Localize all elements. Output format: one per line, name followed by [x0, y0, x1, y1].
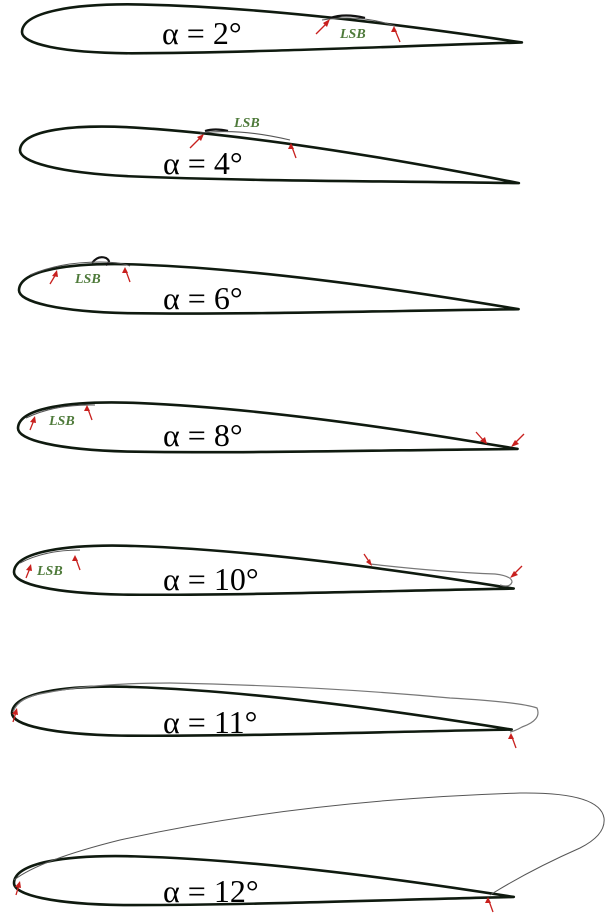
separation-arrow	[315, 19, 330, 35]
trailing-edge-separation-arrow	[363, 553, 372, 566]
airfoil-outline	[15, 396, 521, 470]
airfoil-outline	[12, 540, 517, 609]
airfoil-outline	[10, 681, 515, 750]
reattachment-arrow	[391, 26, 401, 43]
separated-shear-layer	[12, 682, 539, 733]
panel-alpha-2: LSB α = 2°	[20, 0, 524, 63]
separation-arrow	[15, 881, 21, 896]
panel-alpha-4: LSB α = 4°	[17, 116, 523, 204]
reattachment-arrow	[288, 143, 297, 159]
separation-arrow	[12, 708, 18, 723]
angle-of-attack-label: α = 4°	[163, 145, 243, 181]
panel-alpha-8: LSB α = 8°	[15, 396, 525, 470]
reattachment-arrow	[122, 267, 131, 283]
lsb-label: LSB	[48, 414, 75, 429]
separation-bubble-outline	[25, 404, 96, 419]
trailing-edge-arrow	[508, 733, 517, 749]
separation-arrow	[189, 134, 204, 149]
airfoil-outline	[16, 258, 522, 330]
panel-alpha-12: α = 12°	[12, 792, 605, 918]
airfoil-outline	[20, 0, 524, 63]
separation-bubble-outline	[29, 261, 131, 276]
separated-shear-layer	[13, 792, 605, 896]
separation-arrow	[29, 416, 36, 431]
panel-alpha-11: α = 11°	[10, 681, 539, 750]
airfoil-outline	[12, 851, 516, 918]
separation-bubble-outline	[199, 130, 291, 141]
trailing-edge-arrow	[485, 897, 494, 913]
separation-arrow	[25, 564, 32, 579]
angle-of-attack-label: α = 2°	[162, 15, 242, 51]
separation-bubble	[91, 256, 111, 266]
angle-of-attack-label: α = 11°	[163, 704, 257, 740]
separation-bubble-outline	[321, 17, 396, 27]
trailing-edge-wake-arrow	[510, 565, 523, 578]
angle-of-attack-label: α = 10°	[163, 561, 259, 597]
separation-bubble	[204, 128, 229, 133]
reattachment-arrow	[72, 555, 81, 571]
lsb-label: LSB	[339, 27, 366, 42]
separation-arrow	[49, 270, 58, 285]
reattachment-arrow	[84, 405, 93, 421]
separation-bubble	[329, 14, 366, 20]
panel-alpha-6: LSB α = 6°	[16, 256, 522, 330]
angle-of-attack-label: α = 8°	[163, 417, 243, 453]
panel-alpha-10: LSB α = 10°	[12, 540, 523, 609]
lsb-label: LSB	[36, 564, 63, 579]
angle-of-attack-label: α = 6°	[163, 280, 243, 316]
trailing-edge-wake-arrow	[511, 433, 525, 447]
lsb-label: LSB	[233, 116, 260, 131]
trailing-edge-separation-region	[369, 563, 513, 587]
lsb-label: LSB	[74, 272, 101, 287]
airfoil-outline	[17, 118, 523, 204]
angle-of-attack-label: α = 12°	[163, 873, 259, 909]
trailing-edge-separation-arrow	[475, 431, 487, 444]
separation-bubble-outline	[19, 549, 81, 564]
